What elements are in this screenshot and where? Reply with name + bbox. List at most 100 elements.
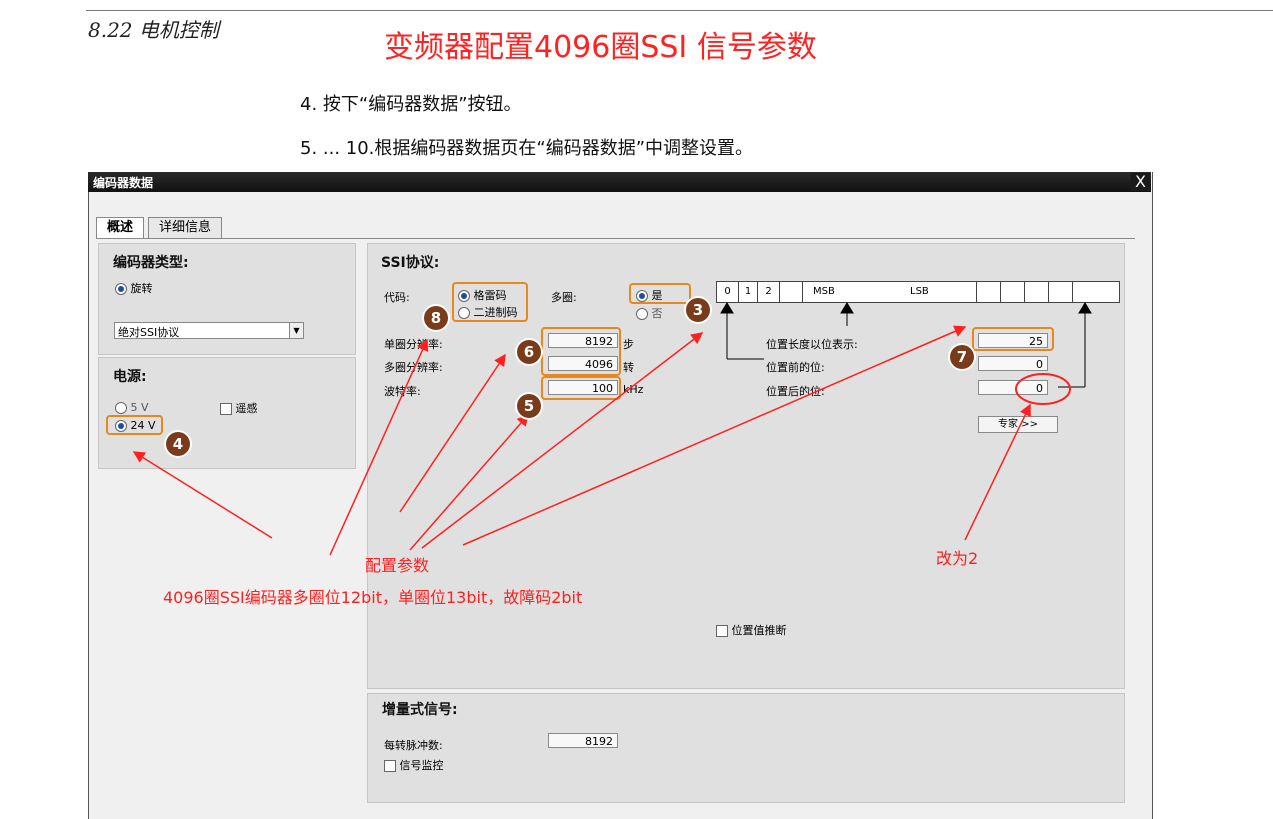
red-arrows xyxy=(132,325,1031,556)
section-title: 8.22 电机控制 xyxy=(88,18,219,42)
config-params-label: 配置参数 xyxy=(365,556,430,575)
bit-cell xyxy=(976,282,1000,302)
single-res-field[interactable]: 8192 xyxy=(548,333,618,348)
multiturn-yes-label: 是 xyxy=(651,289,663,302)
checkbox-icon xyxy=(384,760,396,772)
bit-frame-diagram: 0 1 2 MSB LSB xyxy=(716,281,1120,303)
pos-after-circle xyxy=(1015,373,1071,405)
pos-after-field[interactable]: 0 xyxy=(978,380,1048,395)
bit-cell xyxy=(1048,282,1072,302)
bit-frame-arrows xyxy=(720,302,1092,388)
highlight-multiturn xyxy=(629,283,691,304)
bit-cell xyxy=(1072,282,1119,302)
rotary-label: 旋转 xyxy=(130,282,153,295)
radio-unselected-icon xyxy=(115,402,127,414)
bit-cell xyxy=(1024,282,1048,302)
checkbox-icon xyxy=(220,403,232,415)
single-res-unit: 步 xyxy=(623,338,634,351)
bit-cell xyxy=(1000,282,1024,302)
pos-length-label: 位置长度以位表示: xyxy=(766,338,858,351)
multiturn-no-radio[interactable]: 否 xyxy=(636,305,663,321)
encoder-bits-note: 4096圈SSI编码器多圈位12bit，单圈位13bit，故障码2bit xyxy=(163,588,583,607)
step-4-text: 4. 按下“编码器数据”按钮。 xyxy=(300,94,522,115)
change-to-2-label: 改为2 xyxy=(936,549,979,568)
highlight-pos-length xyxy=(972,327,1054,351)
multiturn-no-label: 否 xyxy=(651,307,663,320)
step-5-text: 5. ... 10.根据编码器数据页在“编码器数据”中调整设置。 xyxy=(300,138,754,159)
radio-selected-icon xyxy=(458,290,470,302)
step-badge-3: 3 xyxy=(686,298,710,322)
multiturn-label: 多圈: xyxy=(551,291,577,304)
ppr-label: 每转脉冲数: xyxy=(384,739,443,752)
baud-label: 波特率: xyxy=(384,385,421,398)
highlight-baud xyxy=(541,376,621,400)
incremental-title: 增量式信号: xyxy=(382,702,458,718)
ssi-panel xyxy=(367,243,1125,689)
plausibility-label: 位置值推断 xyxy=(731,624,787,637)
step-badge-7: 7 xyxy=(950,345,974,369)
pos-before-label: 位置前的位: xyxy=(766,361,825,374)
close-button[interactable]: X xyxy=(1131,173,1150,191)
binary-code-radio[interactable]: 二进制码 xyxy=(458,304,518,320)
checkbox-icon xyxy=(716,625,728,637)
gray-code-radio[interactable]: 格雷码 xyxy=(458,287,507,303)
encoder-type-title: 编码器类型: xyxy=(113,255,189,271)
multi-res-field[interactable]: 4096 xyxy=(548,356,618,371)
remote-sense-label: 遥感 xyxy=(235,402,258,415)
highlight-24v xyxy=(106,415,163,435)
dialog-title: 编码器数据 xyxy=(93,176,154,190)
pos-length-field[interactable]: 25 xyxy=(978,333,1048,348)
multiturn-yes-radio[interactable]: 是 xyxy=(636,287,663,303)
step-badge-8: 8 xyxy=(424,306,448,330)
radio-selected-icon xyxy=(636,290,648,302)
baud-field[interactable]: 100 xyxy=(548,380,618,395)
header-rule xyxy=(86,10,1273,11)
bit-cell-lsb: LSB xyxy=(910,286,929,297)
radio-unselected-icon xyxy=(458,307,470,319)
highlight-resolution xyxy=(541,327,621,376)
protocol-select-value: 绝对SSI协议 xyxy=(118,326,180,339)
tab-details[interactable]: 详细信息 xyxy=(148,217,223,238)
tab-divider xyxy=(96,238,1135,239)
power-24v-label: 24 V xyxy=(130,419,156,432)
radio-unselected-icon xyxy=(636,308,648,320)
dialog-titlebar: 编码器数据 X xyxy=(88,172,1151,192)
tab-bar: 概述 详细信息 xyxy=(96,217,223,238)
ssi-title: SSI协议: xyxy=(381,255,440,271)
power-5v-radio[interactable]: 5 V xyxy=(115,401,149,414)
pos-before-field[interactable]: 0 xyxy=(978,356,1048,371)
ppr-field[interactable]: 8192 xyxy=(548,733,618,748)
power-title: 电源: xyxy=(113,369,147,385)
expert-button[interactable]: 专家 >> xyxy=(978,416,1058,433)
signal-monitor-checkbox[interactable]: 信号监控 xyxy=(384,757,444,773)
baud-unit: kHz xyxy=(623,383,644,396)
multi-res-label: 多圈分辨率: xyxy=(384,361,443,374)
bit-cell-gap xyxy=(779,282,802,302)
highlight-code xyxy=(452,282,528,322)
incremental-panel xyxy=(367,693,1125,803)
bit-cell-0: 0 xyxy=(724,286,731,297)
gray-code-label: 格雷码 xyxy=(473,289,507,302)
radio-selected-icon xyxy=(115,283,127,295)
power-24v-radio[interactable]: 24 V xyxy=(115,419,156,432)
remote-sense-checkbox[interactable]: 遥感 xyxy=(220,400,258,416)
plausibility-checkbox[interactable]: 位置值推断 xyxy=(716,622,787,638)
encoder-protocol-select[interactable]: 绝对SSI协议 ▼ xyxy=(114,322,304,339)
bit-cell-2: 2 xyxy=(757,282,779,302)
page-title: 变频器配置4096圈SSI 信号参数 xyxy=(384,30,817,65)
binary-code-label: 二进制码 xyxy=(473,306,518,319)
step-badge-6: 6 xyxy=(517,340,541,364)
step-badge-5: 5 xyxy=(517,394,541,418)
multi-res-unit: 转 xyxy=(623,361,634,374)
power-5v-label: 5 V xyxy=(130,401,149,414)
signal-monitor-label: 信号监控 xyxy=(399,759,444,772)
tab-overview[interactable]: 概述 xyxy=(96,217,145,238)
step-badge-4: 4 xyxy=(166,432,190,456)
code-label: 代码: xyxy=(384,291,410,304)
bit-cell-msb: MSB xyxy=(802,282,904,302)
bit-cell-1: 1 xyxy=(738,282,757,302)
chevron-down-icon[interactable]: ▼ xyxy=(289,323,303,338)
rotary-radio[interactable]: 旋转 xyxy=(115,280,153,296)
radio-selected-icon xyxy=(115,420,127,432)
